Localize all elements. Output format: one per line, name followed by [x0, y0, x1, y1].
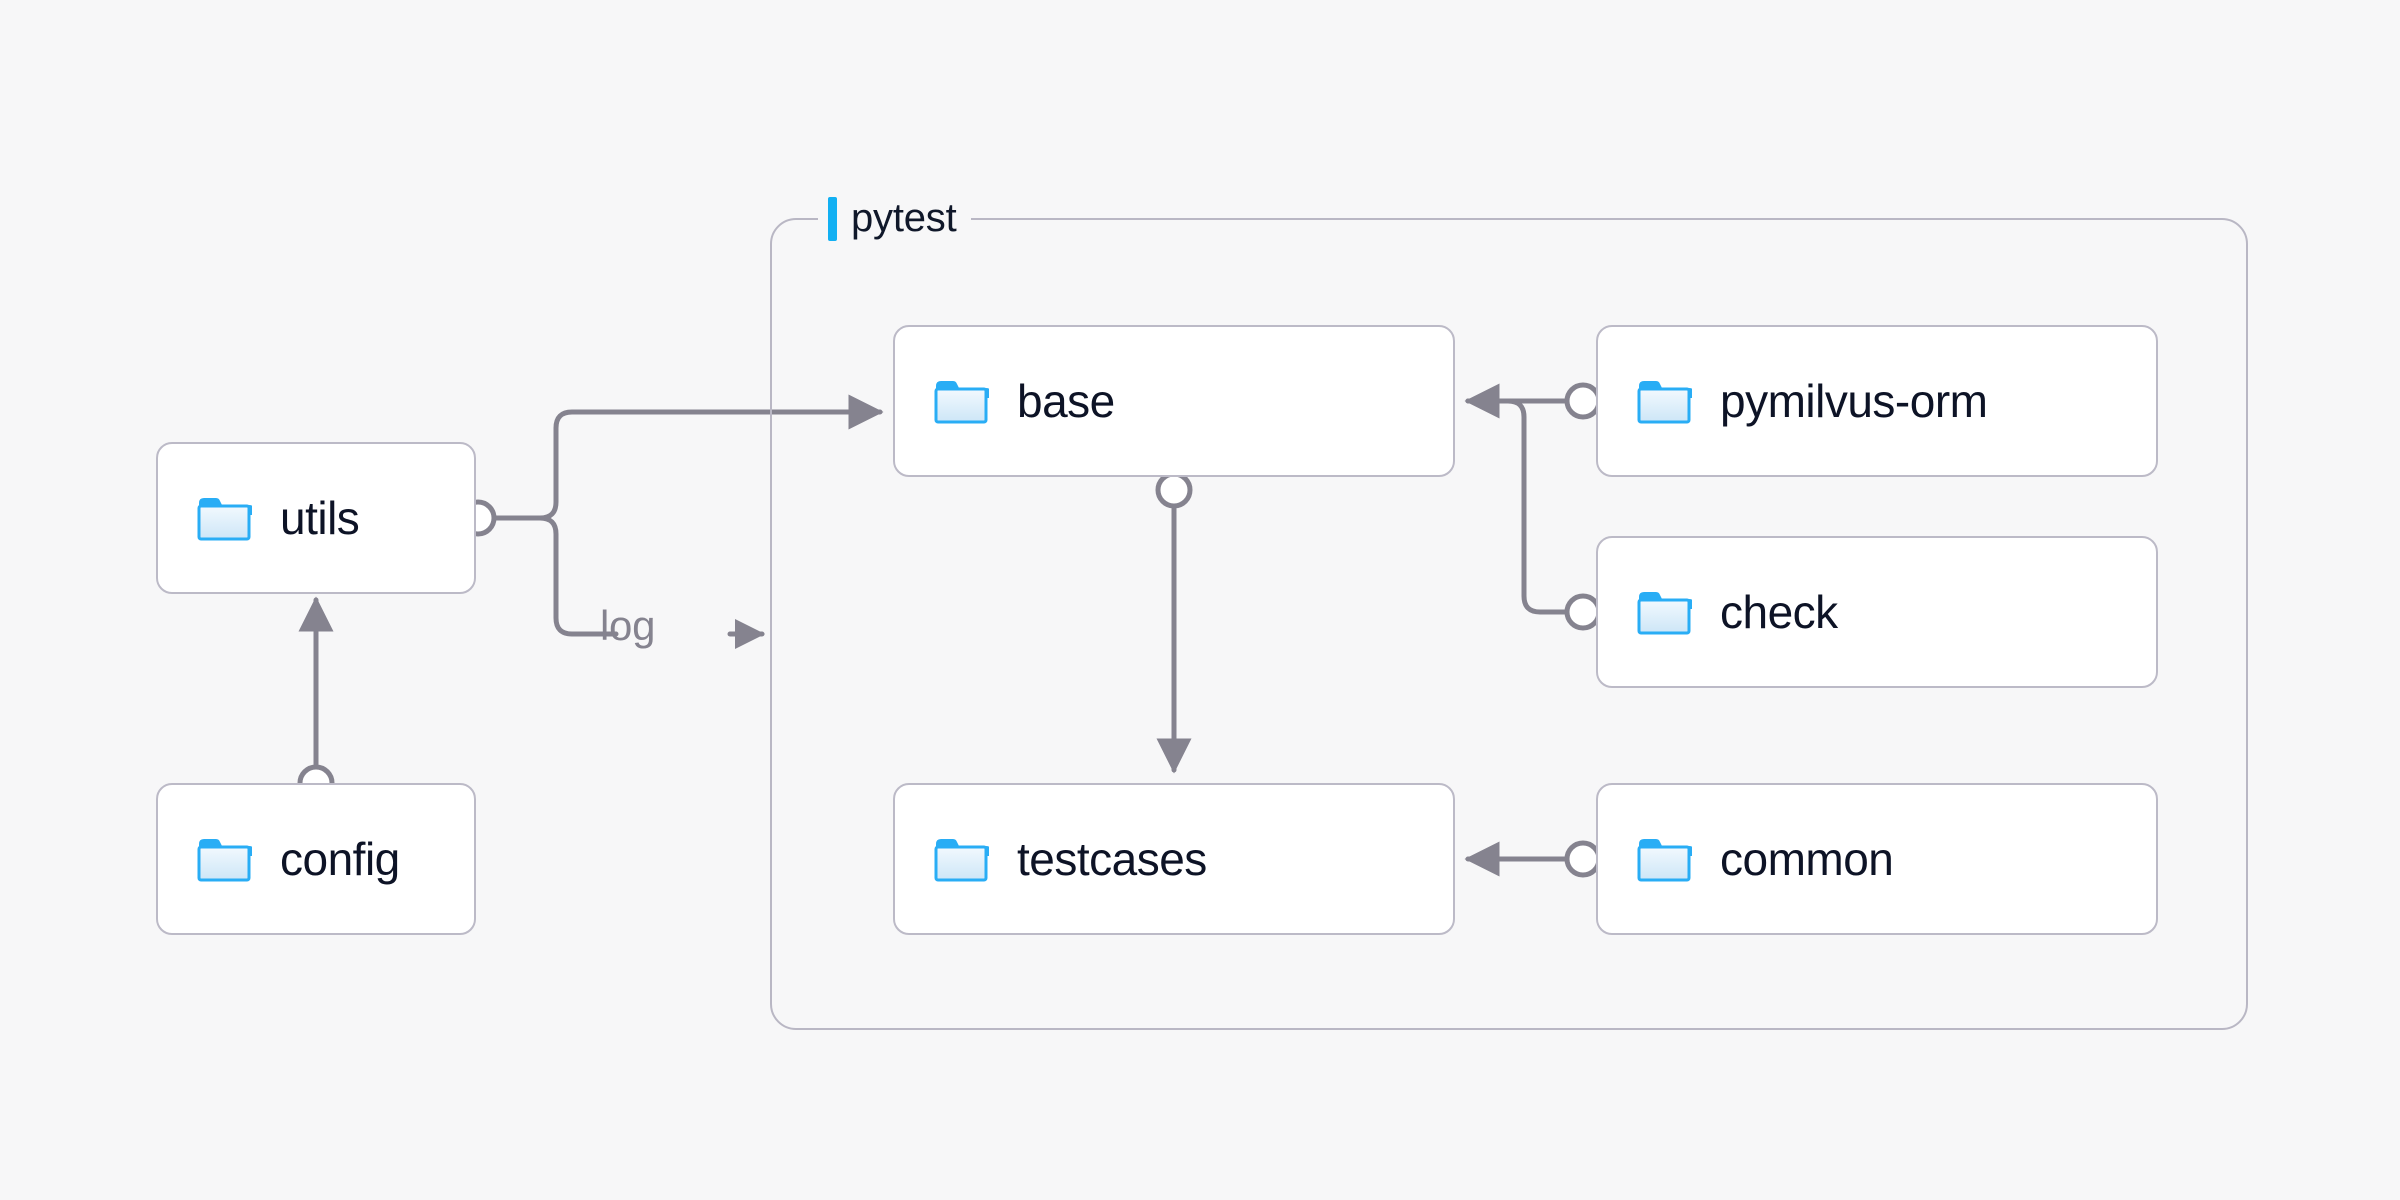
- node-check[interactable]: check: [1596, 536, 2158, 688]
- node-label: config: [280, 833, 400, 885]
- folder-icon: [1637, 839, 1692, 882]
- node-label: base: [1017, 375, 1115, 427]
- node-testcases[interactable]: testcases: [893, 783, 1455, 935]
- node-pymilvus-orm[interactable]: pymilvus-orm: [1596, 325, 2158, 477]
- node-config[interactable]: config: [156, 783, 476, 935]
- node-label: pymilvus-orm: [1720, 375, 1988, 427]
- pytest-group-container: [770, 218, 2248, 1030]
- node-label: utils: [280, 492, 360, 544]
- node-base[interactable]: base: [893, 325, 1455, 477]
- folder-icon: [197, 839, 252, 882]
- node-label: testcases: [1017, 833, 1207, 885]
- folder-icon: [1637, 592, 1692, 635]
- node-common[interactable]: common: [1596, 783, 2158, 935]
- folder-icon: [197, 498, 252, 541]
- pytest-group-label: pytest: [818, 196, 971, 241]
- folder-icon: [934, 839, 989, 882]
- node-label: check: [1720, 586, 1838, 638]
- folder-icon: [934, 381, 989, 424]
- node-utils[interactable]: utils: [156, 442, 476, 594]
- group-label-text: pytest: [851, 196, 957, 240]
- vertical-bar-accent-icon: [828, 196, 837, 241]
- edge-label-log: log: [600, 602, 656, 649]
- folder-icon: [1637, 381, 1692, 424]
- node-label: common: [1720, 833, 1894, 885]
